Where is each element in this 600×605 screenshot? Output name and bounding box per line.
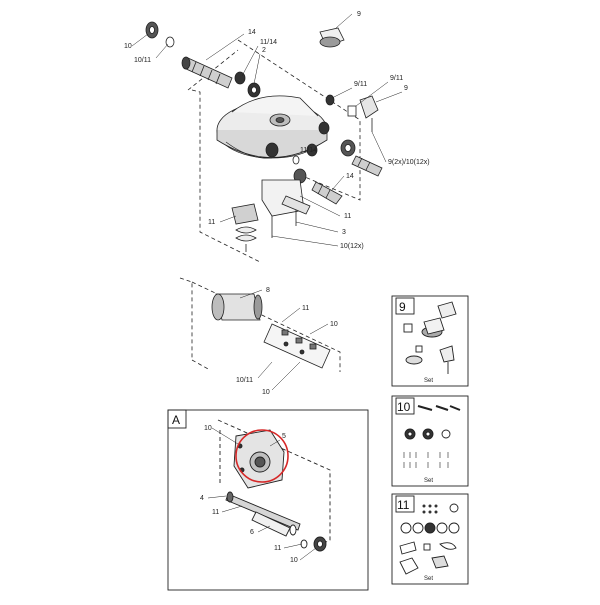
label: 9/11 (390, 75, 403, 82)
right-hose-connector (265, 139, 383, 205)
label: 10/11 (134, 57, 151, 64)
shaft-part-4 (225, 491, 301, 531)
pump-housing-part-5 (233, 429, 285, 489)
middle-assembly (179, 277, 341, 372)
label: 9(2x)/10(12x) (388, 159, 430, 166)
knob-part-9 (319, 27, 345, 48)
label: 9/11 (354, 81, 367, 88)
end-cap-part-10 (300, 536, 327, 552)
highlight-circle (235, 429, 289, 483)
set-box-9 (391, 295, 469, 387)
set-11-number: 11 (397, 498, 410, 512)
label: 9 (357, 11, 361, 18)
circuit-board-part (263, 323, 331, 369)
set-10-number: 10 (397, 400, 411, 414)
label: 6 (250, 529, 254, 536)
label: 11/14 (300, 147, 317, 154)
label: 8 (266, 287, 270, 294)
middle-frame-part-3 (261, 179, 311, 238)
label: 2 (262, 47, 266, 54)
set-11-caption: Set (424, 576, 433, 582)
label: 10 (124, 43, 132, 50)
sleeve-part-6 (251, 511, 297, 537)
label: 11 (302, 305, 309, 312)
top-assembly (145, 21, 383, 263)
label: 11 (344, 213, 351, 220)
label: 10/11 (236, 377, 253, 384)
label: 9 (404, 85, 408, 92)
label: 11 (212, 509, 219, 516)
leader-lines (131, 13, 403, 561)
set-box-11 (391, 493, 469, 585)
label: 10 (262, 389, 270, 396)
label: 10 (330, 321, 338, 328)
label: 14 (346, 173, 354, 180)
label: 4 (200, 495, 204, 502)
set-box-10 (391, 395, 469, 487)
inset-a-box (167, 409, 369, 591)
left-hose-connector (181, 56, 233, 89)
label: 10 (290, 557, 298, 564)
label: 10(12x) (340, 243, 364, 250)
right-fitting-group (318, 94, 379, 135)
part-labels: 9 10 10/11 14 11/14 2 9/11 9/11 9 11/14 … (124, 11, 430, 564)
label: 3 (342, 229, 346, 236)
set-10-caption: Set (424, 478, 433, 484)
set-9-number: 9 (399, 300, 406, 314)
label: 5 (282, 433, 286, 440)
label: 10 (204, 425, 212, 432)
set-9-caption: Set (424, 378, 433, 384)
label: 11 (274, 545, 281, 552)
inset-a-title: A (172, 413, 180, 427)
label: 11 (208, 219, 215, 226)
label: 14 (248, 29, 256, 36)
impeller-part (231, 203, 259, 252)
motor-part-8 (211, 293, 263, 321)
label: 11/14 (260, 39, 277, 46)
